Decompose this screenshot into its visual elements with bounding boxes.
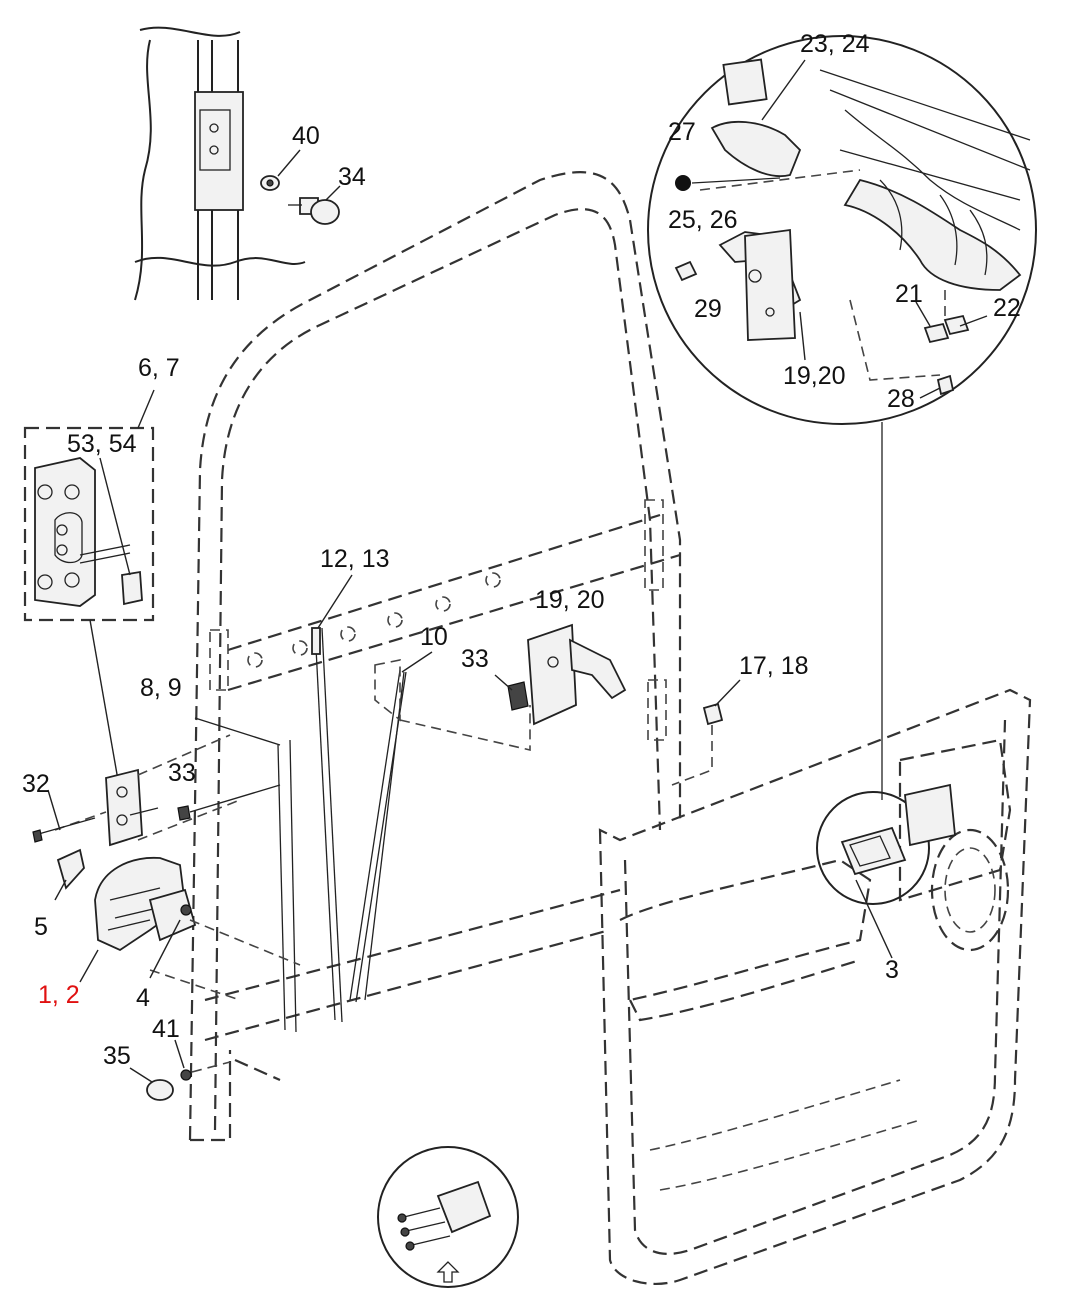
callout-35: 35 xyxy=(103,1042,131,1070)
switch-panel-inset xyxy=(647,35,1037,800)
callout-3: 3 xyxy=(885,956,899,984)
callout-25-26: 25, 26 xyxy=(668,206,738,234)
callout-6-7: 6, 7 xyxy=(138,354,180,382)
callout-21: 21 xyxy=(895,280,923,308)
callout-40: 40 xyxy=(292,122,320,150)
callout-34: 34 xyxy=(338,163,366,191)
latch-assembly xyxy=(32,717,301,1001)
latch-kit-box xyxy=(23,389,155,781)
inner-handle-main xyxy=(494,623,627,726)
callout-41: 41 xyxy=(152,1015,180,1043)
callout-19-20-inset: 19,20 xyxy=(783,362,846,390)
callout-33-top: 33 xyxy=(461,645,489,673)
callout-23-24: 23, 24 xyxy=(800,30,870,58)
regulator-rods xyxy=(277,574,531,1033)
callout-29: 29 xyxy=(694,295,722,323)
callout-5: 5 xyxy=(34,913,48,941)
callout-28: 28 xyxy=(887,385,915,413)
door-frame xyxy=(188,171,682,1142)
hinge-inset xyxy=(134,26,341,301)
callout-1-2: 1, 2 xyxy=(38,981,80,1009)
callout-19-20: 19, 20 xyxy=(535,586,605,614)
callout-32: 32 xyxy=(22,770,50,798)
callout-27: 27 xyxy=(668,118,696,146)
callout-12-13: 12, 13 xyxy=(320,545,390,573)
clip-17-18 xyxy=(671,679,741,786)
frame-holes xyxy=(247,572,501,668)
callout-22: 22 xyxy=(993,294,1021,322)
bottom-view-inset xyxy=(377,1146,519,1288)
callout-33-left: 33 xyxy=(168,759,196,787)
callout-8-9: 8, 9 xyxy=(140,674,182,702)
door-trim-panel xyxy=(598,688,1032,1285)
fasteners-41-35 xyxy=(129,1039,231,1101)
callout-10: 10 xyxy=(420,623,448,651)
callout-53-54: 53, 54 xyxy=(67,430,137,458)
callout-17-18: 17, 18 xyxy=(739,652,809,680)
callout-4: 4 xyxy=(136,984,150,1012)
